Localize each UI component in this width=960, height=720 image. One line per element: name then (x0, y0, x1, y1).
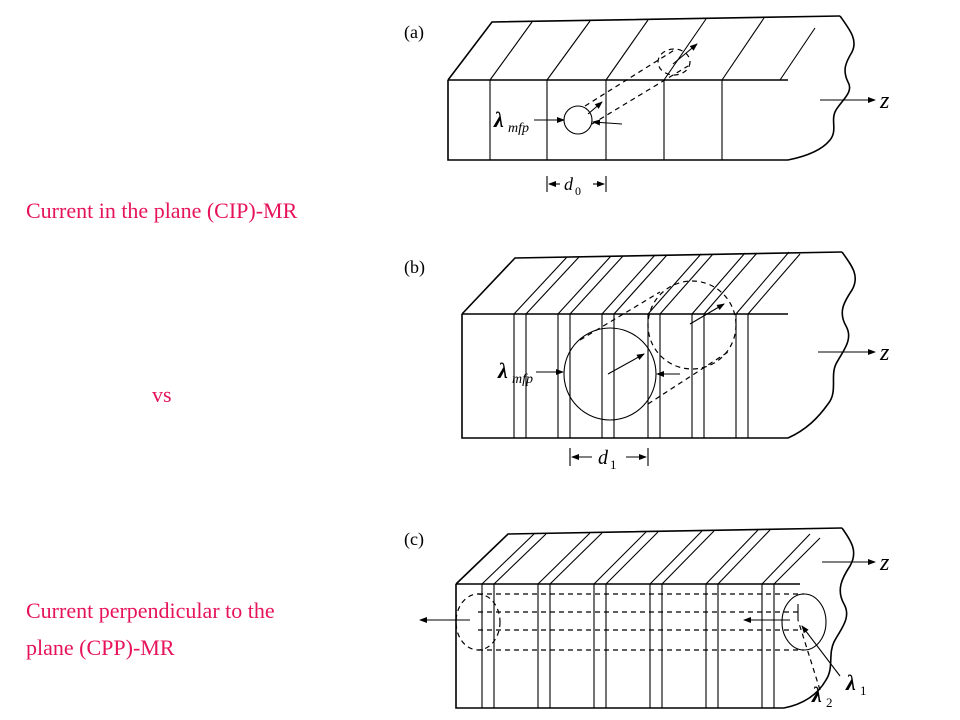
panel-b-back-circle (647, 280, 737, 370)
panel-a-tag: (a) (404, 22, 424, 43)
panel-b-tag: (b) (404, 257, 425, 278)
panel-c-torn-edge (783, 527, 855, 709)
panel-a-front-circle (563, 105, 593, 135)
panel-a-d-label: d (564, 174, 574, 194)
panel-b-lambda-sub: mfp (512, 372, 533, 387)
panel-b: (b) λ mfp z (404, 251, 890, 472)
panel-c-tag: (c) (404, 529, 424, 550)
panel-c-z-label: z (879, 550, 890, 576)
panel-b-front-circle (563, 327, 657, 421)
panel-a-torn-edge (787, 15, 855, 161)
caption-cpp-line2: plane (CPP)-MR (26, 635, 175, 660)
panel-a-lambda: λ (493, 107, 504, 132)
panel-a: (a) λ mfp z (404, 15, 890, 198)
panel-c-lambda2-sub: 2 (826, 695, 833, 710)
caption-cip: Current in the plane (CIP)-MR (26, 198, 298, 223)
panel-c-lambda1: λ (845, 670, 856, 695)
panel-c-left-ellipse (455, 593, 501, 651)
panel-c-lambda1-sub: 1 (860, 683, 867, 698)
panel-b-z-label: z (879, 340, 890, 366)
panel-b-lambda: λ (497, 358, 508, 383)
panel-c-right-ellipse (781, 593, 827, 651)
panel-a-lambda-sub: mfp (508, 121, 529, 136)
panel-b-torn-edge (787, 251, 857, 439)
panel-b-d-sub: 1 (610, 457, 617, 472)
panel-a-back-circle (657, 48, 691, 76)
panel-a-front-face (447, 80, 788, 161)
caption-cpp-line1: Current perpendicular to the (26, 598, 275, 623)
panel-b-d-label: d (598, 447, 609, 469)
panel-a-d-sub: 0 (575, 184, 581, 198)
caption-vs: vs (152, 382, 172, 407)
panel-c: (c) λ 1 λ (404, 527, 890, 710)
panel-a-z-label: z (879, 88, 890, 114)
panel-c-lambda2: λ (811, 682, 822, 707)
